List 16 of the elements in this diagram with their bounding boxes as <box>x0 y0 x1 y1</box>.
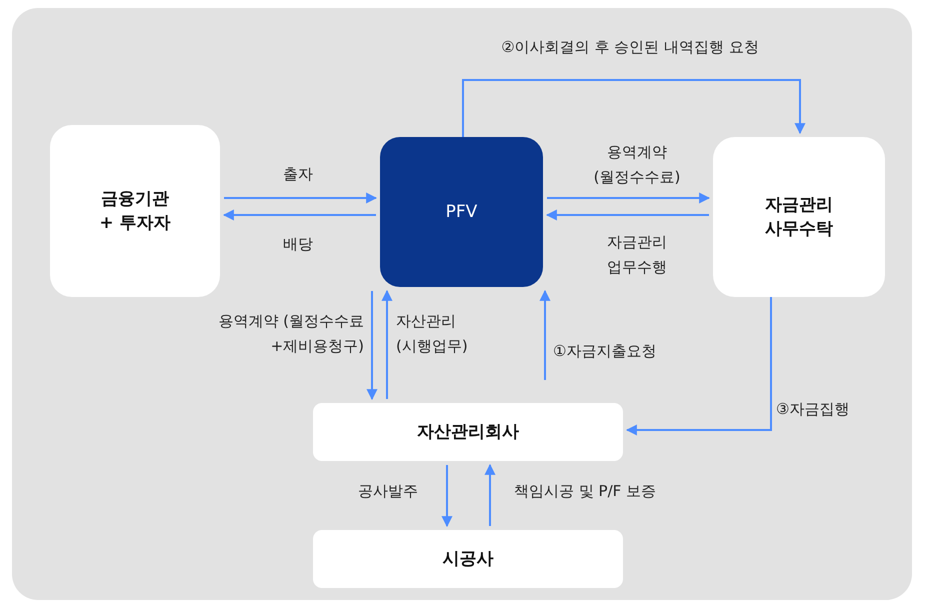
arrow <box>484 464 496 526</box>
arrow <box>382 290 392 399</box>
arrow <box>224 192 378 204</box>
entity-box: 자산관리회사 <box>313 403 623 461</box>
arrow <box>442 465 452 528</box>
arrow <box>626 297 772 436</box>
arrow <box>462 79 806 137</box>
arrow <box>546 210 709 220</box>
arrow <box>547 192 710 204</box>
entity-box: 금융기관 + 투자자 <box>50 125 220 297</box>
arrow <box>366 291 378 400</box>
entity-box: 자금관리 사무수탁 <box>713 137 885 297</box>
arrow <box>222 210 376 220</box>
entity-box: PFV <box>380 137 543 287</box>
entity-box: 시공사 <box>313 530 623 588</box>
arrow <box>540 290 550 380</box>
